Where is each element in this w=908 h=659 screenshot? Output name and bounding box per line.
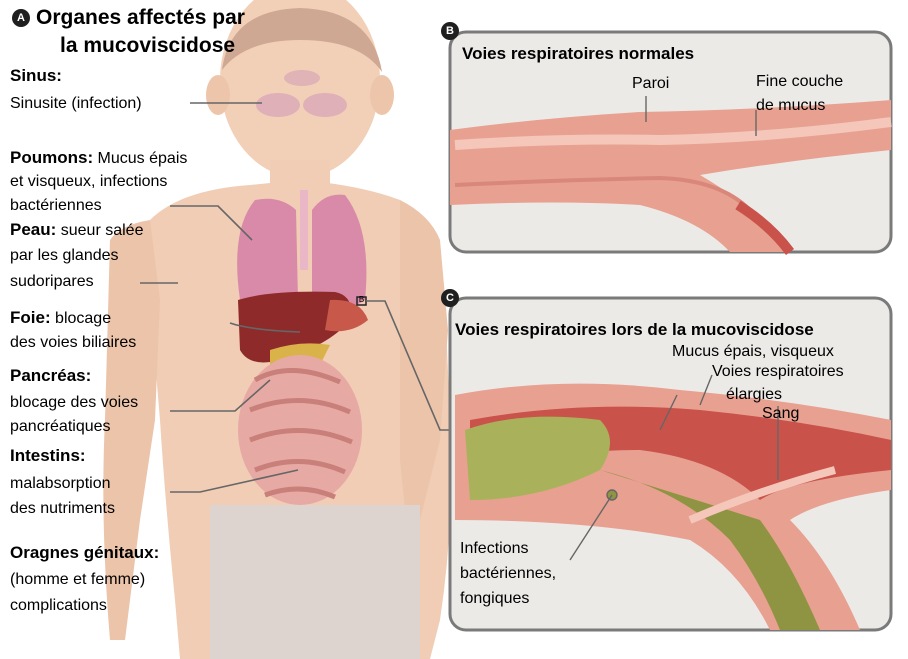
- label-genital-line2: complications: [10, 596, 107, 616]
- label-lungs-line2: bactériennes: [10, 196, 102, 216]
- label-liver-heading-row: Foie: blocage: [10, 308, 111, 329]
- label-pancreas-line2: pancréatiques: [10, 417, 111, 437]
- label-de-mucus: de mucus: [756, 96, 825, 116]
- label-elargies: élargies: [726, 385, 782, 405]
- label-fongiques: fongiques: [460, 589, 529, 609]
- label-bacteriennes: bactériennes,: [460, 564, 556, 584]
- label-genital-line1: (homme et femme): [10, 570, 145, 590]
- label-intestines-line1: malabsorption: [10, 474, 111, 494]
- label-sang: Sang: [762, 404, 799, 424]
- label-liver-suffix: blocage: [51, 310, 112, 327]
- panel-c-badge: C: [441, 289, 459, 307]
- intestines-illustration: [238, 355, 362, 505]
- label-lungs-suffix: Mucus épais: [93, 150, 187, 167]
- label-infections: Infections: [460, 539, 528, 559]
- label-skin-line1: par les glandes: [10, 246, 119, 266]
- label-lungs-line1: et visqueux, infections: [10, 172, 167, 192]
- label-liver-line1: des voies biliaires: [10, 333, 136, 353]
- label-pancreas-line1: blocage des voies: [10, 393, 138, 413]
- label-mucus-epais: Mucus épais, visqueux: [672, 342, 834, 362]
- label-skin-heading: Peau:: [10, 220, 56, 239]
- label-fine-couche: Fine couche: [756, 72, 843, 92]
- label-sinus-text: Sinusite (infection): [10, 94, 142, 114]
- label-sinus-heading: Sinus:: [10, 66, 62, 86]
- label-skin-line2: sudoripares: [10, 272, 94, 292]
- panel-a-title-line2: la mucoviscidose: [60, 34, 235, 58]
- label-skin-heading-row: Peau: sueur salée: [10, 220, 143, 241]
- label-pancreas-heading: Pancréas:: [10, 366, 91, 386]
- label-genital-heading: Oragnes génitaux:: [10, 543, 159, 563]
- panel-b-badge: B: [441, 22, 459, 40]
- panel-a-title-line1: Organes affectés par: [36, 6, 245, 30]
- label-lungs-heading-row: Poumons: Mucus épais: [10, 148, 187, 169]
- label-lungs-heading: Poumons:: [10, 148, 93, 167]
- panel-a-badge: A: [12, 9, 30, 27]
- panel-b: [450, 32, 891, 252]
- label-intestines-line2: des nutriments: [10, 499, 115, 519]
- panel-c-title: Voies respiratoires lors de la mucovisci…: [455, 320, 814, 340]
- inset-marker-letter: B: [357, 294, 366, 306]
- label-skin-suffix: sueur salée: [56, 222, 143, 239]
- label-paroi: Paroi: [632, 74, 669, 94]
- panel-b-title: Voies respiratoires normales: [462, 44, 694, 64]
- label-liver-heading: Foie:: [10, 308, 51, 327]
- label-intestines-heading: Intestins:: [10, 446, 86, 466]
- label-voies-respiratoires: Voies respiratoires: [712, 362, 844, 382]
